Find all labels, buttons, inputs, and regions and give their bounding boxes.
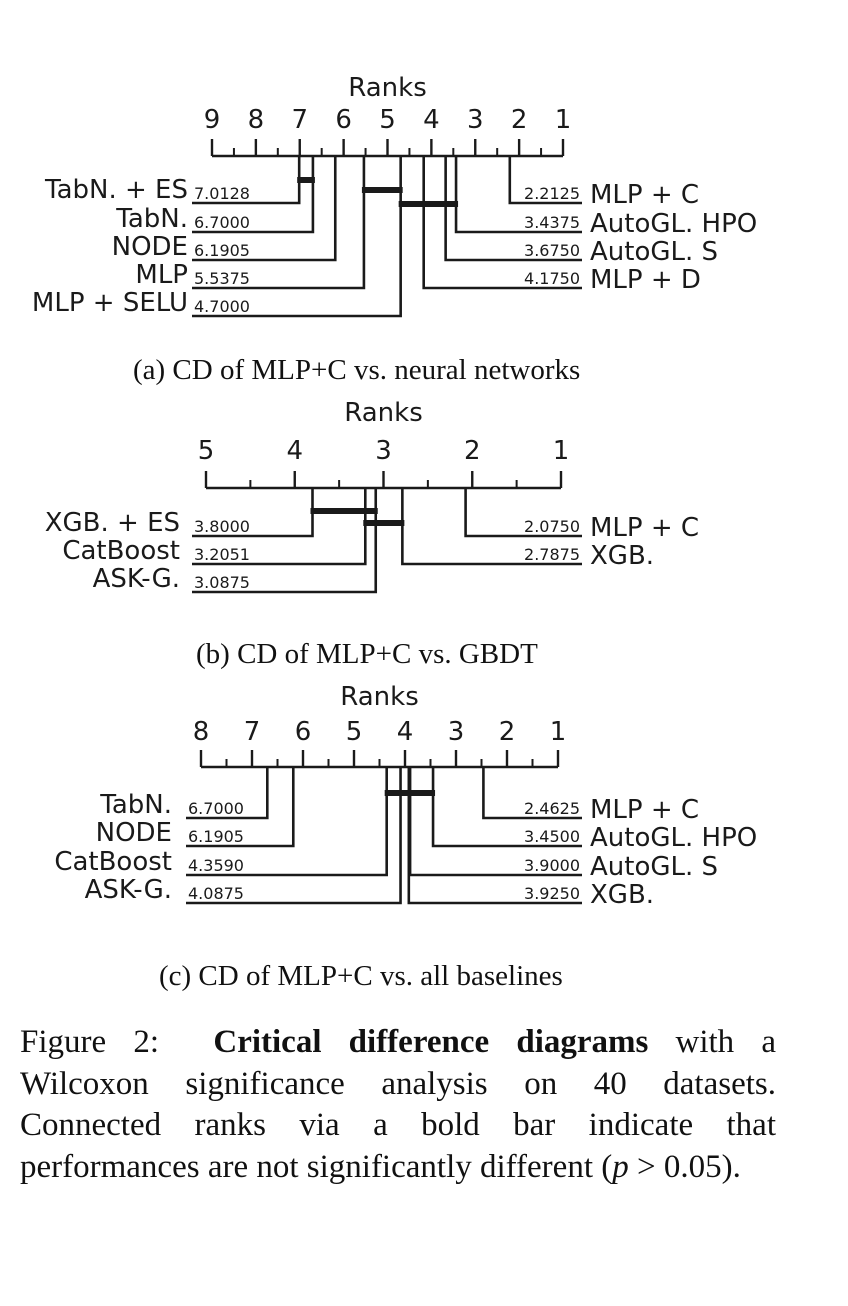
tick-label: 9 <box>204 105 221 135</box>
method-connector <box>464 488 582 538</box>
method-name: AutoGL. S <box>590 852 718 882</box>
tick-label: 5 <box>198 436 215 466</box>
tick-label: 1 <box>555 105 572 135</box>
rank-value: 3.9000 <box>524 856 580 875</box>
method-name: MLP + SELU <box>32 288 188 318</box>
tick-label: 7 <box>291 105 308 135</box>
rank-value: 6.1905 <box>188 827 244 846</box>
method-connector <box>192 156 301 205</box>
method-connector <box>444 156 582 262</box>
rank-value: 2.2125 <box>524 184 580 203</box>
method-name: NODE <box>96 818 172 848</box>
method-connector <box>192 488 314 538</box>
figure-caption-text-1: with a Wilcoxon significance analysis on… <box>20 1024 777 1185</box>
method-name: MLP <box>135 260 188 290</box>
tick-label: 4 <box>286 436 303 466</box>
rank-value: 6.1905 <box>194 241 250 260</box>
method-name: XGB. + ES <box>45 508 180 538</box>
rank-value: 4.1750 <box>524 269 580 288</box>
rank-value: 6.7000 <box>194 213 250 232</box>
method-connector <box>192 156 402 318</box>
axis-title: Ranks <box>348 73 427 103</box>
tick-label: 2 <box>511 105 528 135</box>
method-connector <box>422 156 582 290</box>
rank-value: 2.0750 <box>524 517 580 536</box>
tick-label: 3 <box>448 717 465 747</box>
rank-value: 4.7000 <box>194 297 250 316</box>
method-name: AutoGL. S <box>590 237 718 267</box>
rank-value: 4.0875 <box>188 884 244 903</box>
method-connector <box>186 767 388 877</box>
rank-value: 3.4375 <box>524 213 580 232</box>
method-name: NODE <box>112 232 188 262</box>
method-name: MLP + C <box>590 180 699 210</box>
rank-value: 3.2051 <box>194 545 250 564</box>
method-connector <box>401 488 582 566</box>
method-name: AutoGL. HPO <box>590 823 757 853</box>
tick-label: 2 <box>499 717 516 747</box>
axis-title: Ranks <box>344 398 423 428</box>
rank-value: 3.4500 <box>524 827 580 846</box>
tick-label: 1 <box>553 436 570 466</box>
tick-label: 3 <box>375 436 392 466</box>
rank-value: 3.8000 <box>194 517 250 536</box>
method-name: XGB. <box>590 880 654 910</box>
tick-label: 2 <box>464 436 481 466</box>
method-connector <box>186 767 402 905</box>
method-name: CatBoost <box>62 536 180 566</box>
rank-value: 2.4625 <box>524 799 580 818</box>
method-connector <box>192 156 366 290</box>
method-name: TabN. + ES <box>44 175 188 205</box>
tick-label: 6 <box>295 717 312 747</box>
subcaption-b: (b) CD of MLP+C vs. GBDT <box>196 638 538 670</box>
subcaption-a: (a) CD of MLP+C vs. neural networks <box>133 354 581 386</box>
figure-caption-math: p <box>612 1148 629 1185</box>
method-connector <box>186 767 295 848</box>
rank-value: 3.6750 <box>524 241 580 260</box>
tick-label: 6 <box>335 105 352 135</box>
method-name: TabN. <box>115 204 188 234</box>
subcaption-c: (c) CD of MLP+C vs. all baselines <box>159 960 563 992</box>
method-name: MLP + D <box>590 265 701 295</box>
tick-label: 8 <box>193 717 210 747</box>
figure-label: Figure 2: <box>20 1024 160 1060</box>
figure-caption-text-2: > 0.05). <box>628 1148 741 1185</box>
tick-label: 3 <box>467 105 484 135</box>
method-name: ASK-G. <box>93 564 180 594</box>
figure-caption: Figure 2: Critical difference diagrams w… <box>20 1022 776 1188</box>
rank-value: 5.5375 <box>194 269 250 288</box>
tick-label: 8 <box>248 105 265 135</box>
tick-label: 5 <box>346 717 363 747</box>
rank-value: 7.0128 <box>194 184 250 203</box>
method-name: ASK-G. <box>85 875 172 905</box>
method-name: CatBoost <box>54 847 172 877</box>
tick-label: 7 <box>244 717 261 747</box>
method-name: MLP + C <box>590 513 699 543</box>
rank-value: 6.7000 <box>188 799 244 818</box>
rank-value: 2.7875 <box>524 545 580 564</box>
method-name: MLP + C <box>590 795 699 825</box>
tick-label: 1 <box>550 717 567 747</box>
method-connector <box>186 767 269 820</box>
tick-label: 4 <box>423 105 440 135</box>
method-name: XGB. <box>590 541 654 571</box>
tick-label: 4 <box>397 717 414 747</box>
method-connector <box>482 767 582 820</box>
tick-label: 5 <box>379 105 396 135</box>
method-connector <box>192 156 337 262</box>
method-connector <box>407 767 582 905</box>
axis-title: Ranks <box>340 682 419 712</box>
rank-value: 3.0875 <box>194 573 250 592</box>
rank-value: 3.9250 <box>524 884 580 903</box>
rank-value: 4.3590 <box>188 856 244 875</box>
method-connector <box>454 156 582 234</box>
method-connector <box>508 156 582 205</box>
method-name: AutoGL. HPO <box>590 209 757 239</box>
method-name: TabN. <box>99 790 172 820</box>
figure-caption-bold: Critical difference diagrams <box>213 1024 649 1060</box>
